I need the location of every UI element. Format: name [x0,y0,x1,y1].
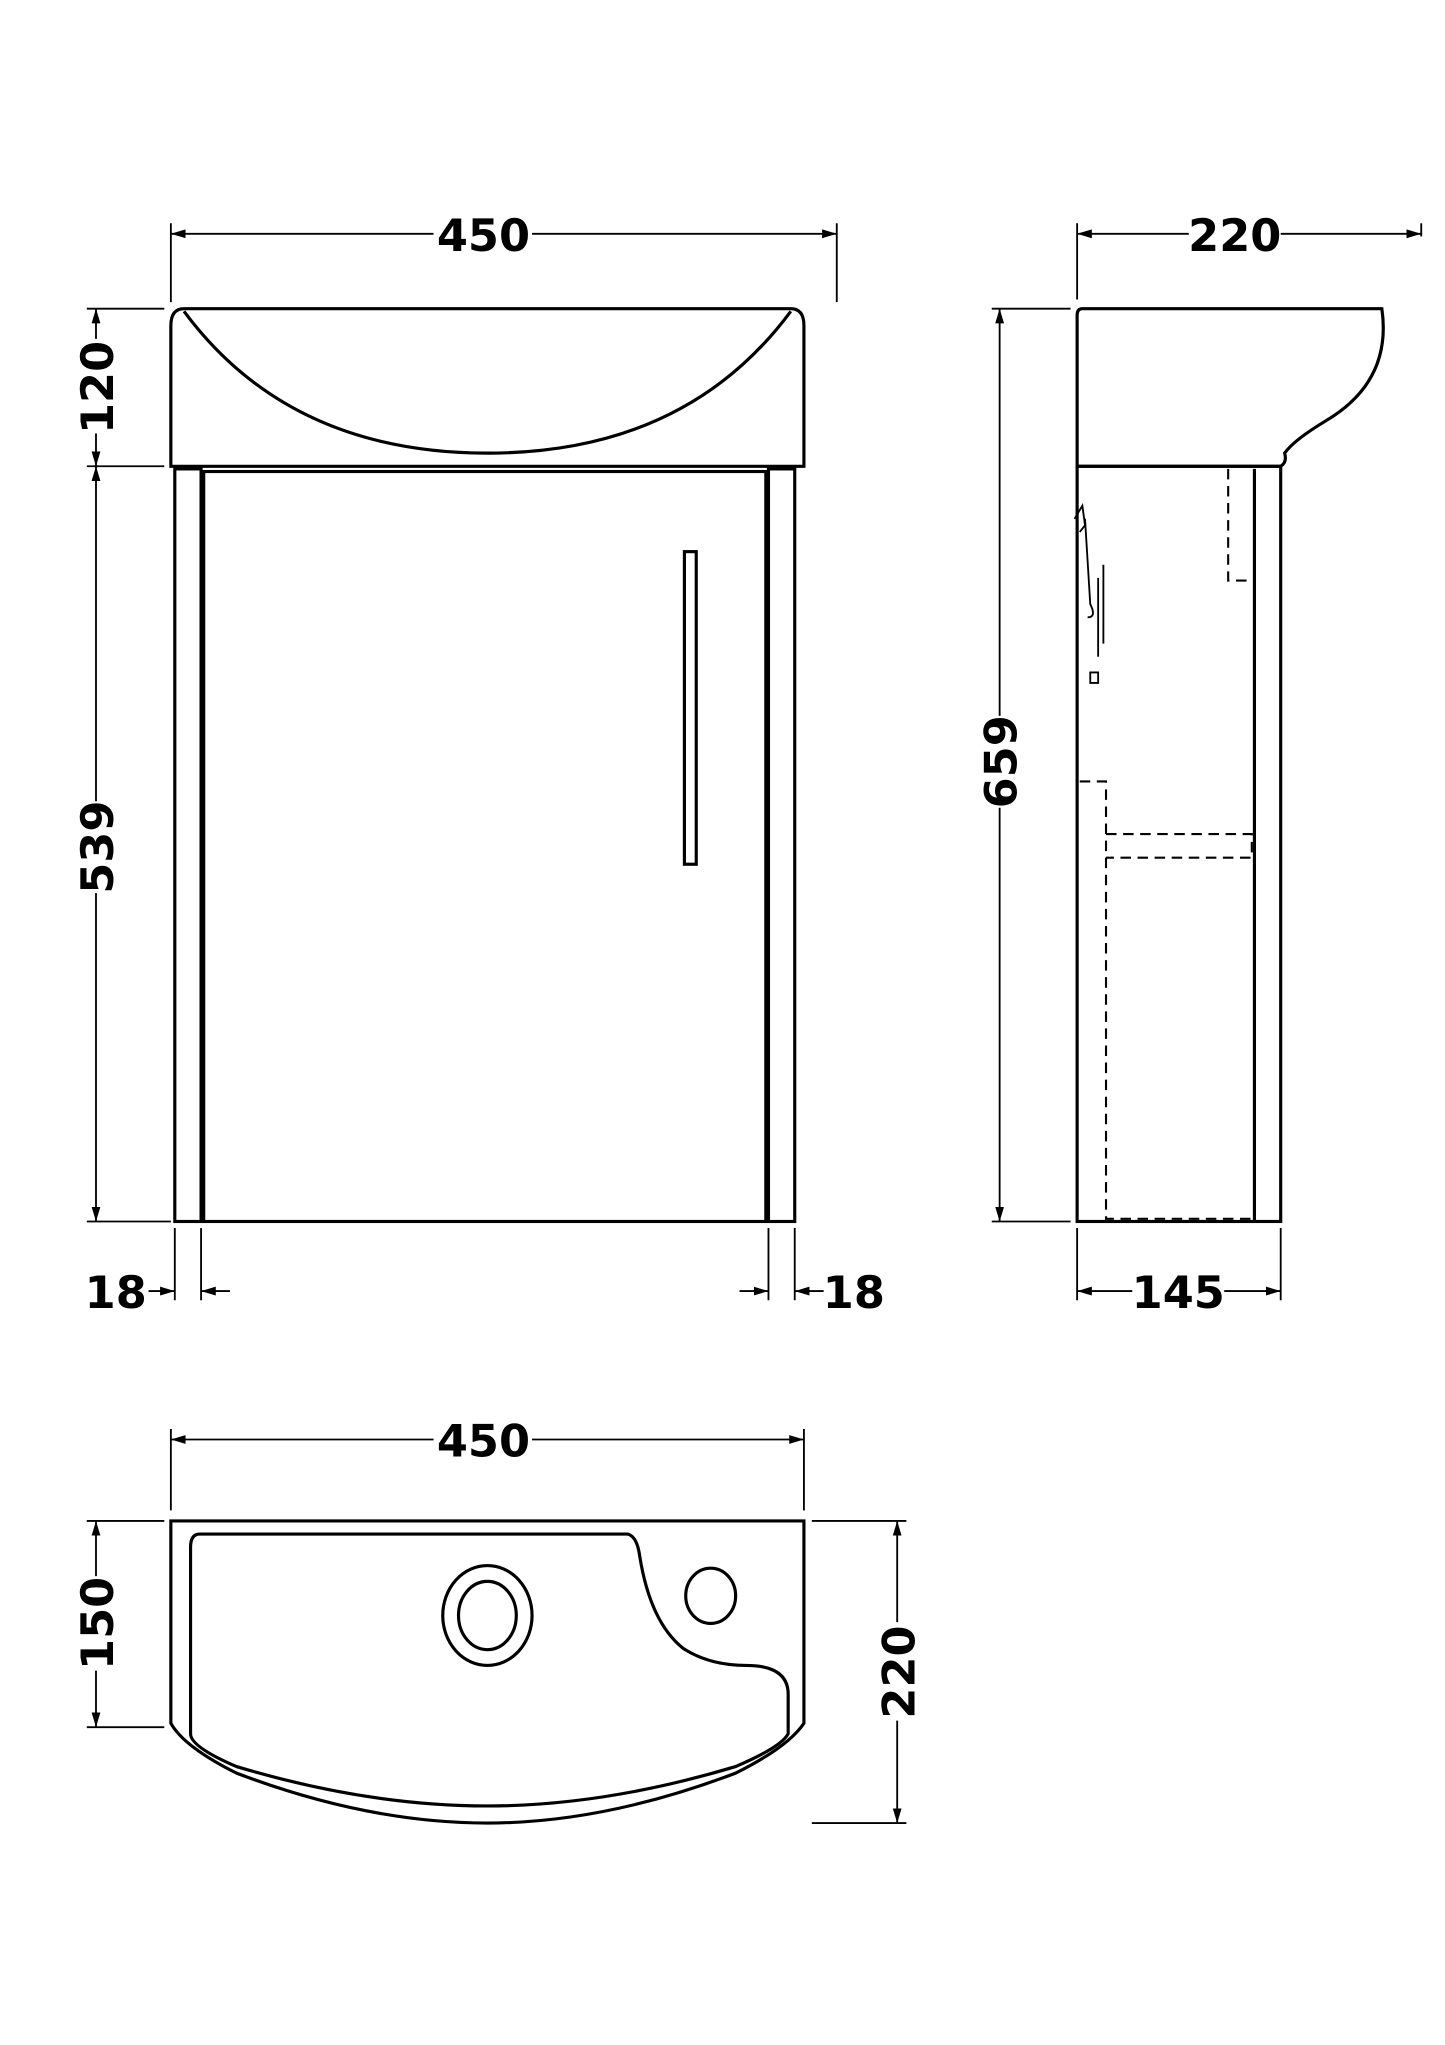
front-basin-height-label: 120 [72,341,124,434]
top-width-label: 450 [437,1416,530,1468]
trap-waste [1073,502,1105,684]
basin-front [169,307,806,468]
side-depth-label: 220 [1188,210,1281,262]
side-cabinet-depth-label: 145 [1132,1267,1225,1319]
basin-bowl-curve [182,310,793,455]
waste-hole [456,1579,518,1652]
front-width-label: 450 [437,210,530,262]
side-view: 220 659 145 [976,210,1423,1319]
top-side-depth-label: 150 [72,1577,124,1670]
right-side-panel [766,467,797,1224]
front-view: 450 120 539 18 18 [72,210,885,1319]
right-panel-width-label: 18 [823,1267,885,1319]
basin-side [1075,307,1385,468]
door-handle [682,550,698,866]
cabinet-side [1075,464,1283,1224]
cabinet-door [202,469,768,1224]
basin-top-outline [169,1519,806,1825]
top-total-depth-label: 220 [873,1625,925,1718]
left-panel-width-label: 18 [85,1267,147,1319]
front-cabinet-height-label: 539 [72,801,124,894]
waste-ring [441,1564,534,1667]
top-view: 450 150 220 [72,1416,925,1825]
left-side-panel [173,467,203,1224]
tap-hole [684,1566,738,1625]
side-total-height-label: 659 [976,715,1028,808]
basin-bowl-top [188,1532,790,1808]
